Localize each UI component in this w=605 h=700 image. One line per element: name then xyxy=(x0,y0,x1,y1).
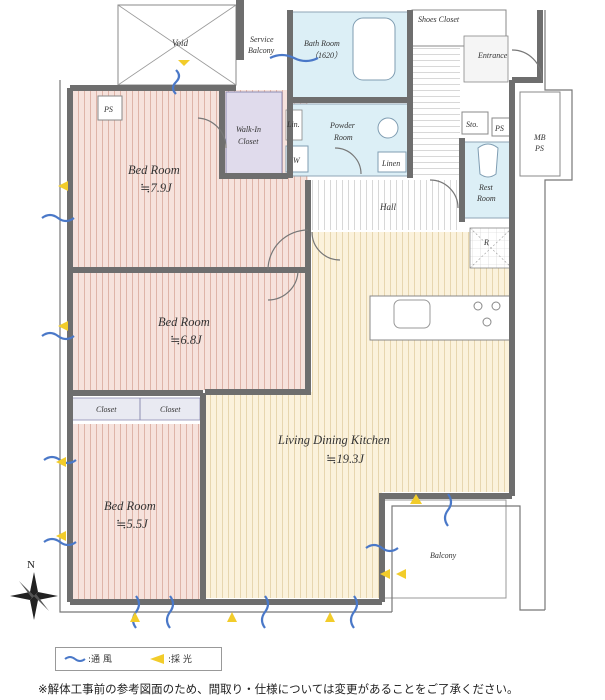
compass-north-label: N xyxy=(27,559,35,571)
bedroom-3-floor xyxy=(70,424,200,602)
ps-label-top-left: PS xyxy=(103,105,113,114)
compass: N xyxy=(10,559,58,620)
hall-corridor-floor xyxy=(410,28,460,180)
balcony-area xyxy=(381,499,507,599)
void-label: Void xyxy=(172,38,189,48)
kitchen-counter xyxy=(369,295,513,341)
closet-1-label: Closet xyxy=(96,405,117,414)
rest-room-label-1: Rest xyxy=(478,183,494,192)
ps-label-right: PS xyxy=(494,124,504,133)
balcony-label: Balcony xyxy=(430,551,457,560)
ventilation-indicators xyxy=(41,53,453,629)
bedroom-3-size: ≒5.5J xyxy=(116,517,149,531)
entrance-area xyxy=(463,35,509,83)
service-balcony-label-2: Balcony xyxy=(248,46,275,55)
bedroom-2-floor xyxy=(70,272,308,390)
walkin-closet-area xyxy=(225,91,283,177)
storage-label: Sto. xyxy=(466,120,478,129)
linen-short-label: Lin. xyxy=(286,120,300,129)
kitchen-sink xyxy=(393,299,431,329)
hall-floor xyxy=(312,180,460,230)
legend: :通 風 :採 光 xyxy=(55,647,222,671)
bedroom-1-size: ≒7.9J xyxy=(140,181,173,195)
light-indicators xyxy=(56,60,422,622)
walkin-closet-label-1: Walk-In xyxy=(236,125,261,134)
disclaimer-note: ※解体工事前の参考図面のため、間取り・仕様については変更があることをご了承くださ… xyxy=(38,682,519,696)
bath-room-label-1: Bath Room xyxy=(304,39,340,48)
washer-label: W xyxy=(293,156,301,165)
mb-ps-label: PS xyxy=(534,144,544,153)
bath-room-label-2: （1620） xyxy=(310,51,342,60)
ldk-label: Living Dining Kitchen xyxy=(277,433,390,447)
service-balcony-label-1: Service xyxy=(250,35,274,44)
walkin-closet-label-2: Closet xyxy=(238,137,259,146)
closets-row xyxy=(69,397,201,421)
legend-light-label: :採 光 xyxy=(168,655,192,665)
mb-label: MB xyxy=(533,133,546,142)
bathtub xyxy=(352,17,396,81)
bedroom-3-label: Bed Room xyxy=(104,499,156,513)
refrigerator-label: R xyxy=(483,238,489,247)
entrance-label: Entrance xyxy=(477,51,508,60)
hall-label: Hall xyxy=(379,202,397,212)
bedroom-2-size: ≒6.8J xyxy=(170,333,203,347)
bedroom-1-label: Bed Room xyxy=(128,163,180,177)
closet-2-label: Closet xyxy=(160,405,181,414)
rest-room-label-2: Room xyxy=(476,194,496,203)
ldk-size: ≒19.3J xyxy=(326,452,365,466)
ventilation-icon xyxy=(64,656,86,662)
linen-label: Linen xyxy=(381,159,400,168)
powder-room-label-1: Powder xyxy=(329,121,356,130)
powder-room-label-2: Room xyxy=(333,133,353,142)
light-icon xyxy=(150,654,164,664)
shoes-closet-label: Shoes Closet xyxy=(418,15,460,24)
toilet xyxy=(477,143,499,178)
doors xyxy=(197,49,543,301)
sink xyxy=(377,117,399,139)
bedroom-2-label: Bed Room xyxy=(158,315,210,329)
legend-ventilation-label: :通 風 xyxy=(88,655,112,665)
